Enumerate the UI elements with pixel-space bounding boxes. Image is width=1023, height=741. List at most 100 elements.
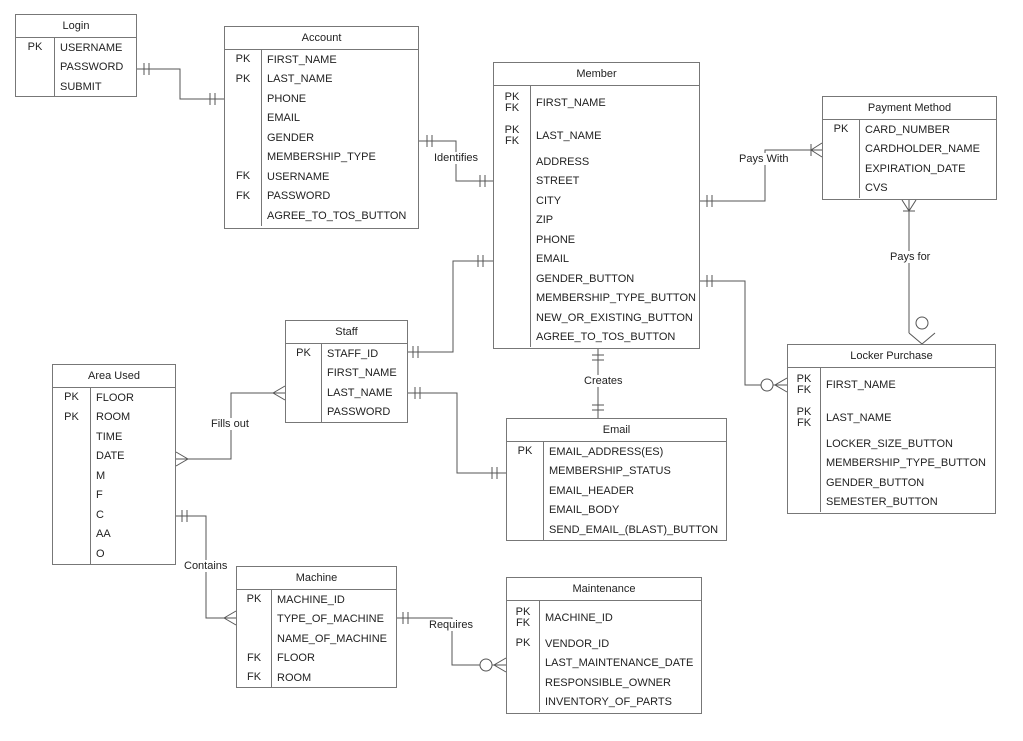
attribute-name: CVS — [865, 182, 888, 195]
relationship-label-creates: Creates — [583, 375, 624, 387]
crow-foot-many-marker — [493, 657, 507, 673]
attribute-name: PHONE — [536, 233, 576, 246]
key-column-divider — [271, 590, 272, 688]
attribute-row: SEND_EMAIL_(BLAST)_BUTTON — [507, 520, 726, 540]
key-marker — [494, 152, 530, 172]
attribute-name: FIRST_NAME — [327, 367, 397, 380]
connector-staff-email — [408, 392, 506, 474]
attribute-row: SEMESTER_BUTTON — [788, 493, 995, 513]
attribute-name: MEMBERSHIP_TYPE_BUTTON — [536, 292, 696, 305]
attribute-row: ADDRESS — [494, 152, 699, 172]
key-marker — [286, 364, 321, 384]
key-marker — [53, 427, 90, 447]
attribute-row: FIRST_NAME — [286, 364, 407, 384]
crow-foot-many-marker — [774, 377, 788, 393]
key-marker — [507, 462, 543, 482]
attribute-row: C — [53, 505, 175, 525]
attribute-name: TIME — [96, 430, 123, 443]
connector-login-account — [137, 68, 224, 100]
attribute-name: LAST_NAME — [536, 129, 602, 142]
attribute-row: INVENTORY_OF_PARTS — [507, 693, 701, 713]
key-marker: FK — [235, 189, 251, 202]
key-marker — [53, 525, 90, 545]
key-marker — [507, 481, 543, 501]
attribute-name: STREET — [536, 175, 580, 188]
key-marker — [507, 654, 539, 674]
attribute-row: DATE — [53, 447, 175, 467]
entity-title: Maintenance — [507, 578, 701, 601]
key-marker — [237, 610, 271, 630]
relationship-label-pays-with: Pays With — [738, 153, 790, 165]
key-marker — [225, 148, 261, 168]
attribute-name: EMAIL_ADDRESS(ES) — [549, 445, 664, 458]
entity-title: Email — [507, 419, 726, 442]
crow-foot-many-marker — [810, 149, 823, 158]
attribute-name: NAME_OF_MACHINE — [277, 632, 388, 645]
relationship-label-fills-out: Fills out — [210, 418, 250, 430]
connector-member-payment — [700, 149, 822, 202]
crow-foot-many-marker — [223, 610, 237, 619]
attribute-name: MEMBERSHIP_STATUS — [549, 465, 671, 478]
attribute-row: CITY — [494, 191, 699, 211]
key-marker: PK — [517, 445, 533, 458]
attribute-name: EMAIL — [536, 253, 570, 266]
key-marker — [788, 434, 820, 454]
attribute-name: C — [96, 508, 104, 521]
crow-foot-many-marker — [908, 199, 917, 212]
attribute-name: FIRST_NAME — [826, 378, 896, 391]
key-marker — [823, 140, 859, 160]
attribute-row: RESPONSIBLE_OWNER — [507, 673, 701, 693]
attribute-row: TYPE_OF_MACHINE — [237, 610, 396, 630]
attribute-name: SEND_EMAIL_(BLAST)_BUTTON — [549, 523, 719, 536]
crow-foot-many-marker — [175, 458, 189, 467]
attribute-row: EMAIL_HEADER — [507, 481, 726, 501]
key-column-divider — [859, 120, 860, 198]
attribute-row: MEMBERSHIP_TYPE_BUTTON — [494, 289, 699, 309]
attribute-name: MACHINE_ID — [277, 593, 345, 606]
key-marker — [823, 179, 859, 199]
attribute-name: CARD_NUMBER — [865, 123, 950, 136]
entity-title: Locker Purchase — [788, 345, 995, 368]
attribute-name: USERNAME — [267, 170, 330, 183]
attribute-row: MEMBERSHIP_TYPE_BUTTON — [788, 454, 995, 474]
connector-member-locker — [700, 280, 787, 386]
crow-foot-many-marker — [810, 142, 823, 151]
key-marker — [494, 328, 530, 348]
attribute-row: NAME_OF_MACHINE — [237, 629, 396, 649]
attribute-name: VENDOR_ID — [545, 637, 610, 650]
attribute-name: EMAIL_HEADER — [549, 484, 634, 497]
key-marker — [507, 673, 539, 693]
key-marker — [237, 629, 271, 649]
key-column-divider — [530, 86, 531, 347]
attribute-row: GENDER — [225, 128, 418, 148]
attribute-row: PASSWORD — [16, 58, 136, 78]
key-marker: PK — [515, 637, 531, 650]
entity-email[interactable]: Email PK EMAIL_ADDRESS(ES) MEMBERSHIP_STAT… — [506, 418, 727, 541]
key-marker — [286, 383, 321, 403]
entity-title: Staff — [286, 321, 407, 344]
attribute-name: FLOOR — [277, 652, 315, 665]
attribute-row: PASSWORD — [286, 403, 407, 423]
attribute-row: PHONE — [225, 89, 418, 109]
attribute-row: LAST_MAINTENANCE_DATE — [507, 654, 701, 674]
attribute-name: FLOOR — [96, 391, 134, 404]
key-marker: PK — [235, 53, 251, 66]
attribute-row: GENDER_BUTTON — [494, 269, 699, 289]
key-column-divider — [820, 368, 821, 512]
key-marker — [507, 693, 539, 713]
